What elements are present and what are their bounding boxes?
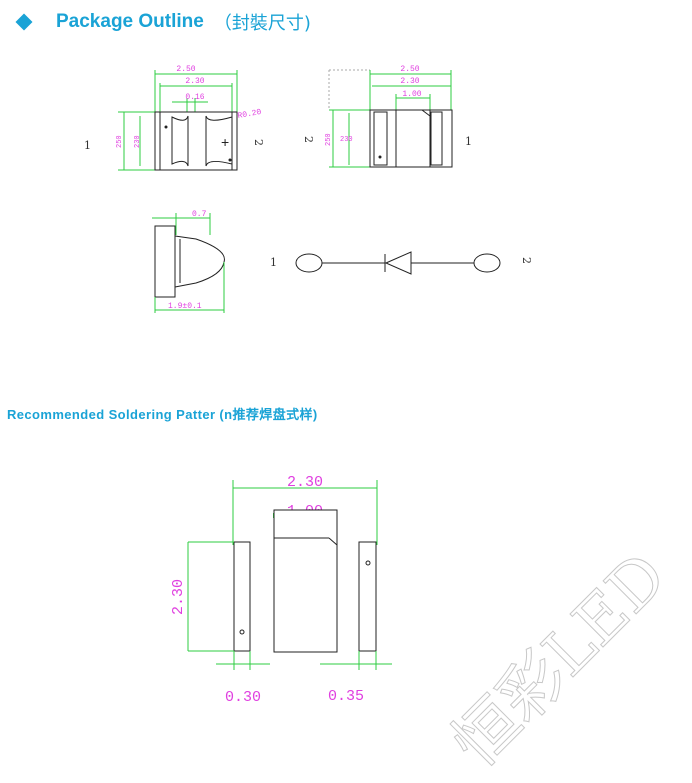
- diode-schematic: 1 2: [270, 251, 533, 275]
- diode-symbol-icon: [384, 251, 412, 275]
- bottom-dim-total-height: 250: [325, 133, 333, 146]
- solder-dim-right-pad: 0.35: [328, 688, 364, 705]
- solder-dim-left-pad: 0.30: [225, 689, 261, 706]
- soldering-heading: Recommended Soldering Patter (n推荐焊盘式样): [7, 407, 318, 422]
- bottom-dim-total-width: 2.50: [400, 65, 419, 74]
- top-dim-radius: R0.20: [237, 108, 262, 121]
- heading-title-cn: （封裝尺寸): [213, 13, 311, 34]
- soldering-pattern: 2.30 1.00 2.30 0.30 0.35: [170, 474, 392, 706]
- bottom-dim-inner-width: 2.30: [400, 77, 419, 86]
- top-dim-total-width: 2.50: [176, 65, 195, 74]
- solder-dim-width: 2.30: [287, 474, 323, 491]
- bottom-dim-inner-height: 230: [340, 136, 353, 144]
- schematic-pin-right: 2: [520, 257, 533, 264]
- bottom-view: 2.50 2.30 1.00 250 230 2 1: [302, 65, 472, 168]
- bottom-pin-left: 2: [302, 136, 315, 143]
- top-dim-inner-height: 230: [134, 135, 142, 148]
- top-view: 2.50 2.30 0.16 R0.20 250 230 + 1 2: [84, 65, 265, 171]
- plus-mark-icon: +: [221, 134, 229, 150]
- top-dim-gap: 0.16: [185, 93, 204, 102]
- bottom-pin-right: 1: [465, 135, 472, 148]
- side-view: 0.7 1.9±0.1: [152, 210, 225, 313]
- heading-title: Package Outline: [56, 11, 204, 32]
- top-pin-left: 1: [84, 139, 91, 152]
- schematic-pin-left: 1: [270, 256, 277, 269]
- watermark-logo: 恒彩LED: [439, 539, 681, 781]
- top-dim-total-height: 250: [116, 135, 124, 148]
- top-dim-inner-width: 2.30: [185, 77, 204, 86]
- solder-dim-height: 2.30: [170, 579, 187, 615]
- bottom-dim-pad: 1.00: [402, 90, 421, 99]
- top-pin-right: 2: [252, 139, 265, 146]
- side-dim-top: 0.7: [192, 210, 207, 219]
- page-heading: Package Outline （封裝尺寸): [15, 9, 311, 35]
- side-dim-height: 1.9±0.1: [168, 302, 202, 311]
